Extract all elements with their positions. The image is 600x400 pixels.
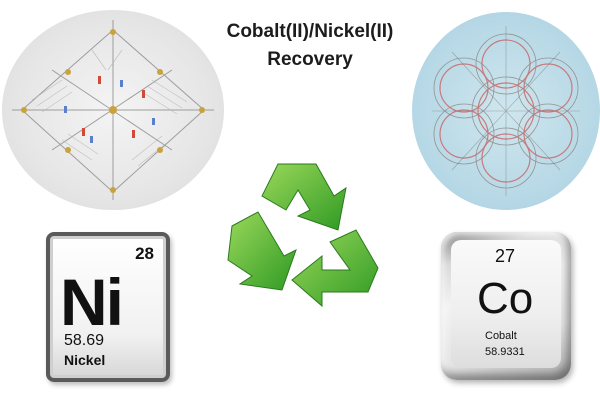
nickel-name: Nickel: [64, 352, 106, 368]
page-title: Cobalt(II)/Nickel(II) Recovery: [185, 18, 435, 74]
nickel-atomic-mass: 58.69: [64, 332, 105, 349]
title-line-1: Cobalt(II)/Nickel(II): [226, 21, 394, 42]
lattice-structure-graphic: [12, 20, 214, 200]
cobalt-name: Cobalt: [485, 330, 517, 342]
nickel-atomic-number: 28: [135, 244, 154, 263]
framework-structure-graphic: [432, 26, 580, 196]
cobalt-atomic-mass: 58.9331: [485, 346, 525, 358]
right-structure-image: [412, 12, 600, 210]
cobalt-atomic-number: 27: [495, 246, 516, 266]
cobalt-symbol: Co: [477, 274, 534, 323]
nickel-element-tile: 28 Ni 58.69 Nickel: [46, 232, 170, 382]
left-structure-image: [2, 10, 224, 210]
recycle-icon: [218, 134, 388, 334]
nickel-symbol: Ni: [60, 265, 124, 339]
cobalt-tile-face: 27 Co Cobalt 58.9331: [451, 240, 561, 368]
title-line-2: Recovery: [267, 49, 353, 70]
cobalt-element-tile: 27 Co Cobalt 58.9331: [441, 232, 571, 380]
